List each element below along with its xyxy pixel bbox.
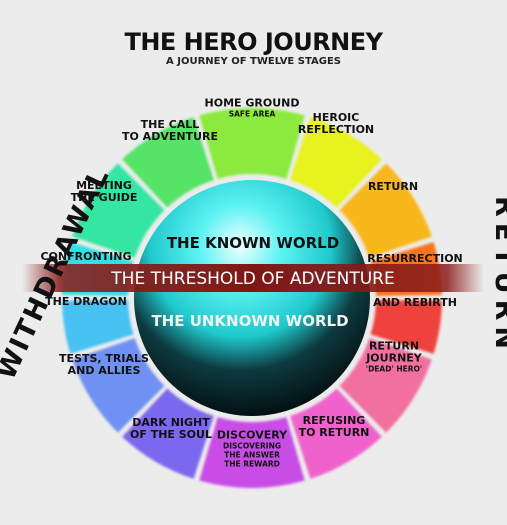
segment-return (339, 163, 432, 258)
world-sphere (134, 180, 370, 416)
page-title: THE HERO JOURNEY (124, 28, 383, 56)
segment-call-to-adventure (122, 117, 214, 208)
return-label: RETURN (488, 196, 507, 355)
segment-and-rebirth (370, 299, 442, 354)
known-world-label: THE KNOWN WORLD (167, 234, 339, 252)
segment-refusing-to-return (290, 388, 382, 479)
threshold-label: THE THRESHOLD OF ADVENTURE (110, 269, 394, 289)
segment-label-return: RETURN (368, 180, 418, 193)
segment-label-resurrection: RESURRECTION (367, 252, 463, 265)
page-subtitle: A JOURNEY OF TWELVE STAGES (166, 56, 341, 67)
segment-dark-night (122, 388, 214, 479)
unknown-world-label: THE UNKNOWN WORLD (151, 312, 348, 330)
segment-label-and-rebirth: AND REBIRTH (373, 296, 457, 309)
segment-the-dragon (62, 299, 134, 354)
segment-label-the-dragon: THE DRAGON (45, 295, 127, 308)
segment-heroic-reflection (290, 117, 382, 208)
segment-discovery (199, 417, 305, 488)
segment-label-confronting: CONFRONTING (40, 250, 131, 263)
segment-tests-trials (72, 338, 165, 433)
segment-home-ground (199, 108, 305, 179)
threshold-banner (22, 264, 484, 292)
segment-return-journey (339, 338, 432, 433)
segment-meeting-the-guide (72, 163, 165, 258)
